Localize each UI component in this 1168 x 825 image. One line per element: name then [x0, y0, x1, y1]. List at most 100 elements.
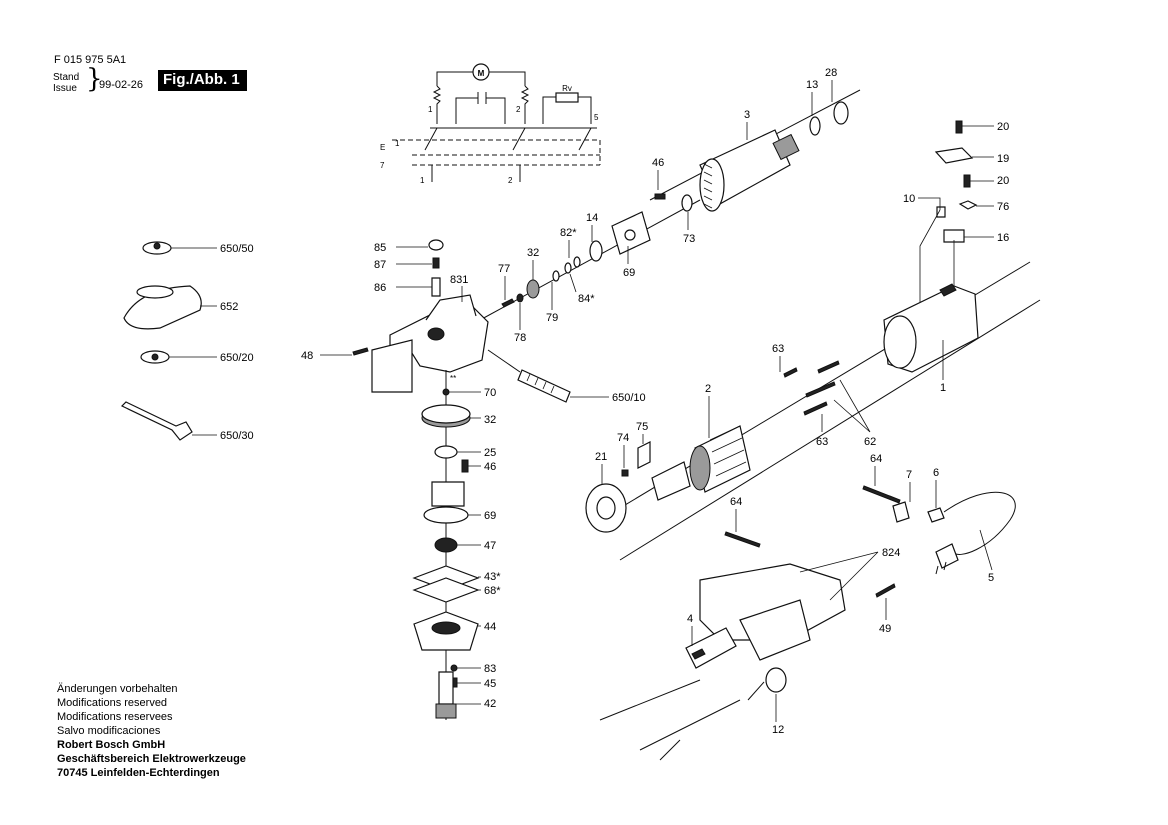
terminal-pins [436, 118, 592, 124]
callout-32a: 32 [527, 247, 539, 259]
callout-10: 10 [903, 193, 915, 205]
terminal-5: 5 [594, 113, 599, 122]
callout-3: 3 [744, 109, 750, 121]
holder-16 [943, 229, 965, 243]
clip-75 [637, 441, 651, 469]
washer-82 [573, 256, 581, 268]
screw-62a [817, 360, 840, 374]
screw-64b [724, 531, 761, 548]
spindle-42-thread [435, 703, 457, 719]
brush-10 [936, 206, 946, 218]
callout-85: 85 [374, 242, 386, 254]
callout-64a: 64 [870, 453, 882, 465]
callout-star: ** [450, 374, 456, 383]
callout-73: 73 [683, 233, 695, 245]
footer-line: Änderungen vorbehalten [57, 683, 178, 695]
side-mark-7: 7 [380, 161, 385, 170]
knob-12-wire [747, 681, 765, 701]
plug-pins [935, 561, 947, 575]
flange-69b [423, 506, 469, 524]
screw-20b [963, 174, 971, 188]
switch-4-button [691, 648, 706, 660]
footer-line: Salvo modificaciones [57, 725, 161, 737]
guard-group: 650/50 652 650/20 650/30 [120, 241, 254, 442]
nut-78 [516, 293, 524, 303]
screw-74 [621, 469, 629, 477]
callout-70: 70 [484, 387, 496, 399]
issue-label: Issue [53, 83, 77, 94]
callout-6: 6 [933, 467, 939, 479]
screw-49 [875, 583, 896, 598]
callout-650-20: 650/20 [220, 352, 254, 364]
brace-glyph: } [86, 64, 103, 94]
bearing-47 [434, 537, 458, 553]
footer-company: Robert Bosch GmbH [57, 739, 166, 751]
spring-87 [432, 257, 440, 269]
screw-46b [461, 459, 469, 473]
switch-4 [685, 627, 737, 669]
rear-guide-lines [599, 679, 741, 761]
screw-48 [352, 347, 369, 356]
spanner-650-30 [120, 401, 193, 441]
side-mark-e: E [380, 143, 385, 152]
resistor-wire [542, 96, 592, 118]
gear-chain-axis [479, 199, 701, 321]
field-coil-left [432, 85, 442, 118]
motor-group: 1 63 63 62 2 74 75 21 [585, 261, 1041, 561]
callout-68: 68* [484, 585, 501, 597]
callout-19: 19 [997, 153, 1009, 165]
callout-42: 42 [484, 698, 496, 710]
cable-sleeve-6 [927, 507, 945, 523]
gear-chain: 46 73 14 69 82* 32 84* 79 77 78 [479, 157, 701, 344]
ring-73 [681, 194, 693, 212]
screw-64a [862, 485, 901, 504]
callout-77: 77 [498, 263, 510, 275]
callout-12: 12 [772, 724, 784, 736]
rear-handle-824-shell [739, 599, 811, 661]
callout-64b: 64 [730, 496, 742, 508]
callout-86: 86 [374, 282, 386, 294]
motor-symbol-label: M [478, 69, 485, 78]
callout-83: 83 [484, 663, 496, 675]
flange-650-20-hole [151, 353, 159, 361]
stator-windings [709, 425, 747, 477]
leaders-gear [504, 170, 689, 330]
motor-wire [436, 71, 526, 86]
callout-21: 21 [595, 451, 607, 463]
screw-62b [805, 381, 836, 398]
gear-32b-top [421, 404, 471, 424]
key-77 [501, 298, 515, 308]
bearing-28 [833, 101, 849, 125]
wiring-schematic: M Rv 1 2 5 E 7 1 1 2 [380, 63, 601, 185]
leaders-motor [601, 340, 944, 484]
callout-650-10: 650/10 [612, 392, 646, 404]
gear-head: ** 85 87 86 831 48 [301, 239, 489, 393]
footer-division: Geschäftsbereich Elektrowerkzeuge [57, 753, 246, 765]
callout-43: 43* [484, 571, 501, 583]
spindle-stack: 70 32 25 46 69 47 43* 68* 44 83 45 42 [412, 370, 501, 720]
ring-25 [434, 445, 458, 459]
resistor-label: Rv [562, 84, 572, 93]
footer-line: Modifications reserved [57, 697, 168, 709]
handle-thread [487, 349, 521, 373]
motor-housing-opening [883, 315, 917, 369]
spindle-42 [438, 671, 454, 705]
housing-44-bore [431, 621, 461, 635]
dashed-enclosure [392, 139, 601, 166]
bottom-mark-1: 1 [420, 176, 425, 185]
bearing-13 [809, 116, 821, 136]
callout-25: 25 [484, 447, 496, 459]
callout-63b: 63 [816, 436, 828, 448]
leaders-brush [918, 125, 994, 238]
guard-652-collar [136, 285, 174, 299]
callout-1: 1 [940, 382, 946, 394]
footer-line: Modifications reservees [57, 711, 173, 723]
callout-82: 82* [560, 227, 577, 239]
callout-69b: 69 [484, 510, 496, 522]
nut-650-50-hole [153, 242, 161, 250]
callout-16: 16 [997, 232, 1009, 244]
leaders-top [746, 80, 833, 140]
bottom-mark-2: 2 [508, 176, 513, 185]
callout-45: 45 [484, 678, 496, 690]
callout-650-50: 650/50 [220, 243, 254, 255]
